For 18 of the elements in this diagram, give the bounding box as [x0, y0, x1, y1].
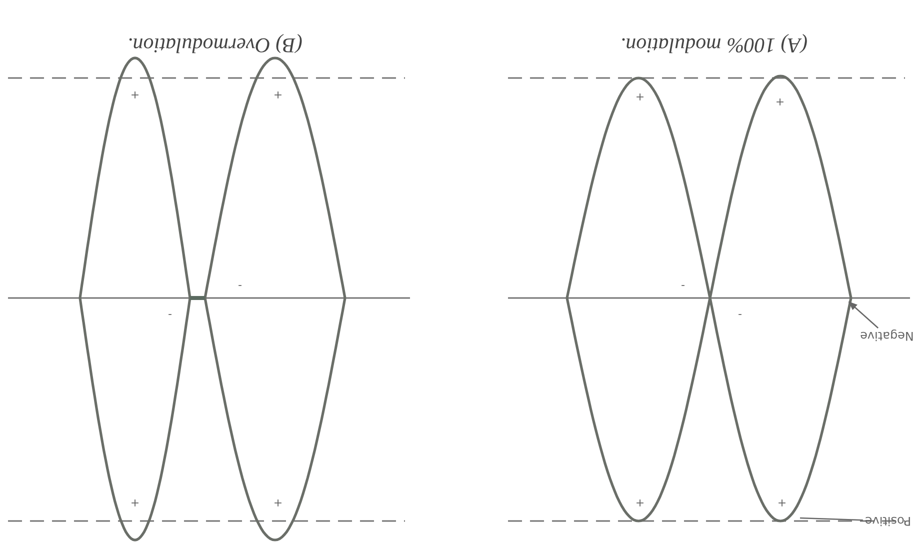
plus-sign: +	[635, 498, 645, 508]
minus-sign: -	[238, 280, 242, 292]
plus-sign: +	[130, 498, 140, 508]
plus-sign: +	[777, 498, 787, 508]
minus-sign: -	[738, 310, 742, 320]
leader-line	[848, 301, 879, 328]
plus-sign: +	[775, 96, 785, 108]
part-label: Positive	[864, 515, 912, 527]
minus-sign: -	[168, 310, 172, 320]
plus-sign: +	[130, 90, 140, 100]
plus-sign: +	[273, 90, 283, 100]
plus-sign: +	[273, 498, 283, 508]
minus-sign: -	[681, 280, 685, 292]
part-label: Negative	[860, 330, 914, 342]
figure-caption: (A) 100% modulation.	[620, 34, 808, 56]
plus-sign: +	[635, 92, 645, 102]
leader-line	[800, 517, 863, 521]
figure-caption: (B) Overmodulation.	[128, 34, 302, 56]
